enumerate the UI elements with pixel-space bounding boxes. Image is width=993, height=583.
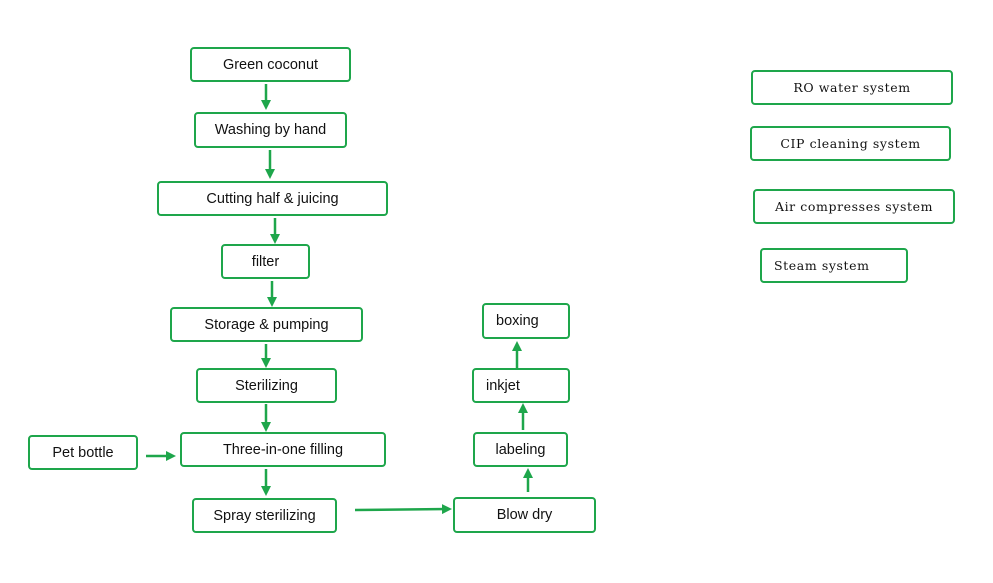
node-boxing: boxing: [482, 303, 570, 339]
node-label: Steam system: [774, 258, 870, 273]
node-label: Blow dry: [496, 507, 553, 523]
node-cip-cleaning-system: CIP cleaning system: [750, 126, 951, 161]
node-steam-system: Steam system: [760, 248, 908, 283]
node-label: Washing by hand: [214, 122, 327, 138]
node-label: Three-in-one filling: [222, 441, 344, 458]
node-air-compresses-system: Air compresses system: [753, 189, 955, 224]
node-label: Green coconut: [222, 56, 319, 73]
node-filter: filter: [221, 244, 310, 279]
node-label: filter: [251, 253, 280, 270]
node-label: Sterilizing: [235, 377, 298, 394]
node-storage-pumping: Storage & pumping: [170, 307, 363, 342]
node-inkjet: inkjet: [472, 368, 570, 403]
node-washing-by-hand: Washing by hand: [194, 112, 347, 148]
node-label: inkjet: [486, 377, 520, 394]
node-labeling: labeling: [473, 432, 568, 467]
node-cutting-juicing: Cutting half & juicing: [157, 181, 388, 216]
node-label: Storage & pumping: [204, 316, 329, 333]
node-label: Air compresses system: [774, 199, 934, 214]
node-label: boxing: [496, 313, 539, 329]
node-label: Pet bottle: [52, 444, 114, 461]
arrow-spray-to-blowdry: [354, 504, 452, 515]
node-label: labeling: [495, 441, 546, 458]
node-label: Cutting half & juicing: [206, 190, 339, 207]
node-label: RO water system: [793, 80, 911, 95]
node-green-coconut: Green coconut: [190, 47, 351, 82]
node-label: Spray sterilizing: [213, 507, 316, 524]
node-spray-sterilizing: Spray sterilizing: [192, 498, 337, 533]
node-label: CIP cleaning system: [780, 136, 921, 151]
node-ro-water-system: RO water system: [751, 70, 953, 105]
node-pet-bottle: Pet bottle: [28, 435, 138, 470]
node-blow-dry: Blow dry: [453, 497, 596, 533]
node-sterilizing: Sterilizing: [196, 368, 337, 403]
node-three-in-one-filling: Three-in-one filling: [180, 432, 386, 467]
